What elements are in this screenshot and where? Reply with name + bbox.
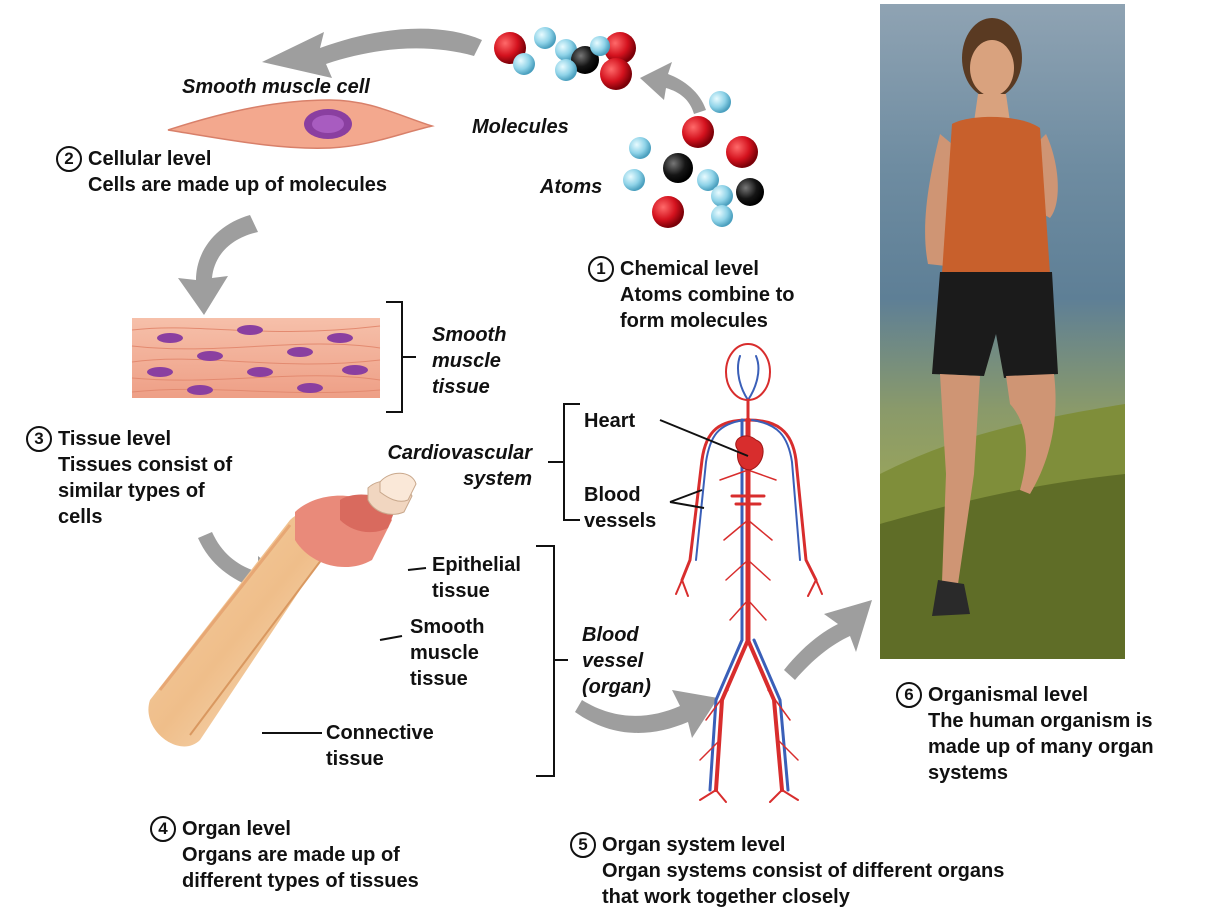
arrow-atoms-to-molecules [640, 62, 706, 114]
level-number: 3 [26, 426, 52, 452]
level-title: Cellular level [88, 148, 211, 170]
level-number: 2 [56, 146, 82, 172]
label-epithelial-tissue: Epithelial tissue [432, 552, 521, 604]
label-blood-vessel-organ: Blood vessel (organ) [582, 622, 651, 700]
level-number: 1 [588, 256, 614, 282]
label-smooth-muscle-tissue: Smooth muscle tissue [432, 322, 506, 400]
level-title: Chemical level [620, 258, 759, 280]
level-number: 5 [570, 832, 596, 858]
tissue-bracket [386, 302, 416, 412]
runner-silhouette [880, 4, 1125, 659]
label-connective-tissue: Connective tissue [326, 720, 434, 772]
label-smooth-muscle-tissue-2: Smooth muscle tissue [410, 614, 484, 692]
vessel-bracket [536, 546, 568, 776]
label-molecules: Molecules [472, 114, 569, 140]
label-cardiovascular-system: Cardiovascular system [358, 440, 532, 492]
smooth-muscle-tissue-illustration [132, 318, 380, 398]
arrow-cell-to-tissue [178, 215, 258, 315]
level-title: Organismal level [928, 684, 1088, 706]
arrow-molecules-to-cell [262, 29, 482, 78]
label-heart: Heart [584, 408, 635, 434]
molecules-cluster [494, 27, 636, 90]
smooth-muscle-cell [168, 100, 432, 148]
cardio-bracket [548, 404, 580, 520]
level-number: 4 [150, 816, 176, 842]
label-blood-vessels: Blood vessels [584, 482, 656, 534]
runner-photo [880, 4, 1125, 659]
level-number: 6 [896, 682, 922, 708]
label-atoms: Atoms [540, 174, 602, 200]
level-title: Organ level [182, 818, 291, 840]
level-title: Organ system level [602, 834, 785, 856]
level-title: Tissue level [58, 428, 171, 450]
arrow-system-to-organism [784, 600, 872, 680]
label-smooth-muscle-cell: Smooth muscle cell [182, 74, 370, 100]
cardiovascular-figure [676, 344, 822, 802]
